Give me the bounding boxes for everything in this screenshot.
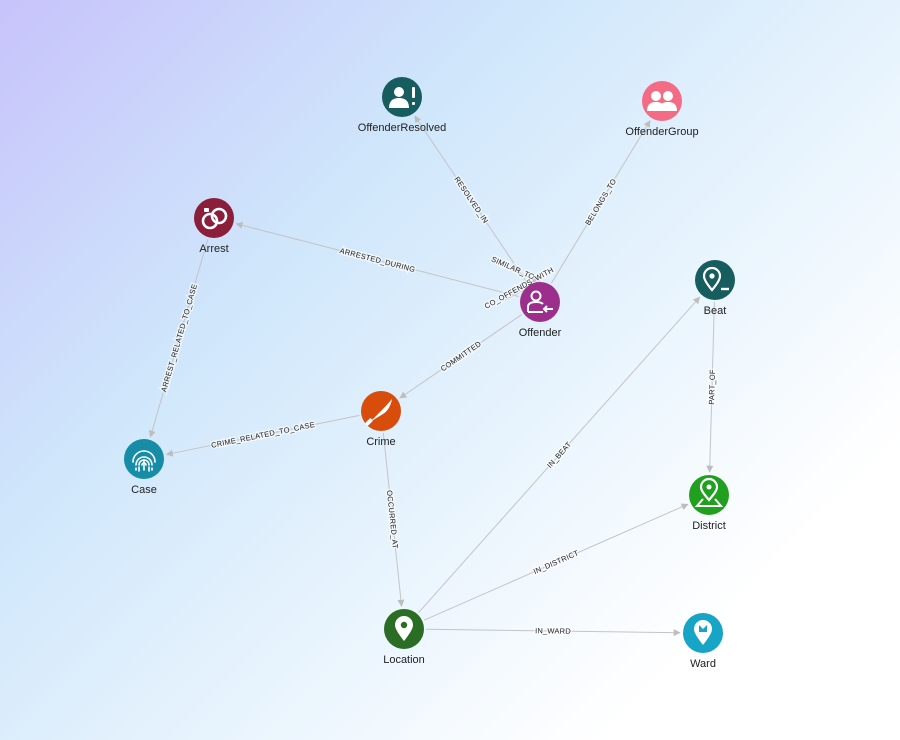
- edge-crime-related-to-case[interactable]: CRIME_RELATED_TO_CASECRIME_RELATED_TO_CA…: [165, 414, 360, 457]
- edge-label: OCCURRED_AT: [385, 490, 400, 550]
- edge-label: IN_DISTRICT: [532, 548, 580, 576]
- edge-line: [414, 115, 529, 285]
- node-label: Crime: [366, 436, 395, 448]
- group-icon: [647, 91, 677, 111]
- edge-line: [399, 314, 523, 399]
- node-arrest[interactable]: Arrest: [194, 198, 234, 255]
- node-circle: [194, 198, 234, 238]
- person-alert-icon: [389, 87, 415, 108]
- node-label: Offender: [519, 327, 562, 339]
- edge-label: IN_WARD: [535, 626, 571, 635]
- edge-line: [706, 301, 715, 473]
- edge-arrest-related-to-case[interactable]: ARREST_RELATED_TO_CASEARREST_RELATED_TO_…: [148, 238, 209, 438]
- edge-line: [425, 628, 681, 637]
- node-offender-group[interactable]: OffenderGroup: [625, 81, 699, 138]
- node-label: Case: [131, 484, 157, 496]
- node-circle: [695, 260, 735, 300]
- node-label: District: [692, 520, 726, 532]
- edge-label: ARRESTED_DURING: [339, 246, 416, 274]
- node-offender-resolved[interactable]: OffenderResolved: [358, 77, 446, 134]
- node-offender[interactable]: Offender: [519, 282, 562, 339]
- node-circle: [642, 81, 682, 121]
- edge-line: [511, 269, 540, 283]
- node-ward[interactable]: Ward: [683, 613, 723, 670]
- nodes-layer: OffenderResolved OffenderGroupArrestOffen…: [124, 77, 735, 670]
- location-minus-icon: [702, 266, 729, 292]
- edge-label-halo: IN_WARD: [535, 626, 571, 635]
- edge-label: BELONGS_TO: [583, 177, 618, 227]
- node-label: Beat: [704, 305, 727, 317]
- edge-label: CRIME_RELATED_TO_CASE: [210, 420, 315, 450]
- node-district[interactable]: District: [689, 475, 729, 532]
- fingerprint-icon: [132, 450, 156, 472]
- edge-line: [235, 221, 519, 297]
- knife-icon: [365, 399, 392, 426]
- edge-line: [148, 238, 209, 438]
- edge-line: [165, 414, 360, 457]
- edge-label: ARREST_RELATED_TO_CASE: [159, 283, 199, 393]
- node-label: Ward: [690, 658, 716, 670]
- edge-label: RESOLVED_IN: [452, 175, 490, 225]
- node-circle: [124, 439, 164, 479]
- edge-line: [418, 296, 701, 613]
- node-case[interactable]: Case: [124, 439, 164, 496]
- edge-line: [382, 432, 405, 607]
- node-label: OffenderResolved: [358, 122, 446, 134]
- handcuffs-icon: [201, 207, 228, 230]
- node-circle: [689, 475, 729, 515]
- location-pin-icon: [395, 616, 413, 641]
- node-label: Arrest: [199, 243, 228, 255]
- edge-label-halo: PART_OF: [707, 369, 717, 405]
- node-circle: [382, 77, 422, 117]
- map-pin-icon: [694, 477, 724, 507]
- node-location[interactable]: Location: [383, 609, 425, 666]
- edge-label: COMMITTED: [439, 339, 483, 373]
- node-label: Location: [383, 654, 425, 666]
- edge-label: IN_BEAT: [545, 440, 573, 470]
- node-label: OffenderGroup: [625, 126, 698, 138]
- node-beat[interactable]: Beat: [695, 260, 735, 317]
- node-crime[interactable]: Crime: [361, 391, 401, 448]
- pin-icon: [694, 620, 712, 645]
- edge-line: [550, 120, 651, 284]
- edge-label: PART_OF: [707, 369, 717, 405]
- person-arrow-icon: [527, 290, 553, 313]
- edge-line: [423, 503, 689, 621]
